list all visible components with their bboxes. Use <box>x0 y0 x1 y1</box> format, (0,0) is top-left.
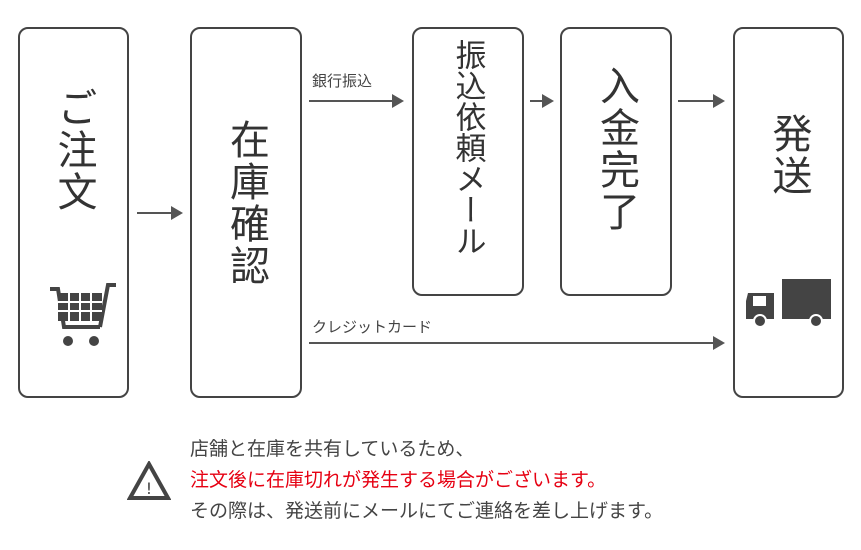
svg-text:!: ! <box>146 479 152 498</box>
credit-card-label: クレジットカード <box>312 318 433 336</box>
credit-card-arrow <box>309 336 725 350</box>
step-label: 発送 <box>765 113 812 197</box>
warning-icon: ! <box>127 461 171 500</box>
arrow <box>530 94 554 108</box>
step-order: ご注文 <box>18 27 129 398</box>
step-label: ご注文 <box>50 87 97 213</box>
step-label: 在庫確認 <box>223 119 269 287</box>
step-stock-check: 在庫確認 <box>190 27 302 398</box>
notice-text: 店舗と在庫を共有しているため、 注文後に在庫切れが発生する場合がございます。 そ… <box>190 434 663 527</box>
bank-transfer-label: 銀行振込 <box>312 72 373 90</box>
notice-line-1: 店舗と在庫を共有しているため、 <box>190 438 475 460</box>
arrow <box>678 94 725 108</box>
delivery-truck-icon <box>746 279 831 328</box>
shopping-cart-icon <box>50 283 116 346</box>
step-payment-complete: 入金完了 <box>560 27 672 296</box>
step-transfer-request-mail: 振込依頼メール <box>412 27 524 296</box>
step-label: 振込依頼メール <box>449 39 486 256</box>
step-shipping: 発送 <box>733 27 844 398</box>
notice-line-2: 注文後に在庫切れが発生する場合がございます。 <box>190 469 607 491</box>
bank-transfer-arrow <box>309 94 404 108</box>
notice-line-3: その際は、発送前にメールにてご連絡を差し上げます。 <box>190 500 664 522</box>
step-label: 入金完了 <box>593 65 639 233</box>
arrow <box>137 206 183 220</box>
